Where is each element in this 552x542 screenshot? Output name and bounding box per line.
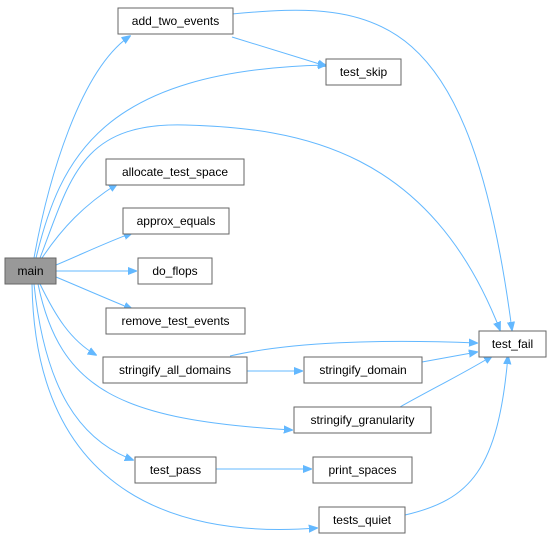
node-label: stringify_all_domains (119, 363, 231, 377)
node-box (105, 158, 245, 186)
node-box (312, 456, 413, 484)
edge-main-stringify_all_domains (39, 283, 96, 355)
edge-main-approx_equals (55, 233, 132, 266)
node-box (478, 330, 547, 358)
node-add_two_events[interactable]: add_two_events (117, 7, 234, 35)
node-box (117, 7, 234, 35)
edge-add_two_events-test_fail (231, 9, 512, 330)
node-label: allocate_test_space (122, 165, 228, 179)
node-main[interactable]: main (4, 257, 57, 285)
node-allocate_test_space[interactable]: allocate_test_space (105, 158, 245, 186)
edge-stringify_all_domains-test_fail (229, 341, 477, 357)
edge-main-tests_quiet (31, 283, 317, 529)
node-label: tests_quiet (333, 513, 392, 527)
edge-stringify_domain-test_fail (421, 352, 477, 363)
edges (31, 9, 512, 529)
node-box (325, 58, 402, 86)
edge-main-allocate_test_space (41, 184, 117, 259)
node-approx_equals[interactable]: approx_equals (122, 207, 230, 235)
node-label: print_spaces (328, 463, 396, 477)
node-label: main (17, 264, 43, 278)
edge-main-remove_test_events (55, 276, 132, 309)
node-stringify_granularity[interactable]: stringify_granularity (293, 406, 432, 434)
node-test_skip[interactable]: test_skip (325, 58, 402, 86)
edge-tests_quiet-test_fail (404, 356, 508, 516)
edge-main-test_pass (33, 283, 133, 460)
edge-main-test_skip (35, 65, 326, 259)
node-print_spaces[interactable]: print_spaces (312, 456, 413, 484)
edge-main-test_fail (39, 124, 500, 330)
node-label: test_fail (492, 337, 533, 351)
edge-stringify_granularity-test_fail (399, 356, 492, 408)
node-label: test_pass (150, 463, 201, 477)
node-label: add_two_events (132, 14, 219, 28)
node-label: approx_equals (137, 214, 216, 228)
node-stringify_domain[interactable]: stringify_domain (303, 356, 423, 384)
nodes: main add_two_events test_skip allocate_t… (4, 7, 547, 534)
node-box (102, 356, 248, 384)
node-box (105, 307, 246, 335)
node-box (293, 406, 432, 434)
node-remove_test_events[interactable]: remove_test_events (105, 307, 246, 335)
node-label: do_flops (152, 264, 197, 278)
node-label: test_skip (340, 65, 388, 79)
edge-add_two_events-test_skip (231, 36, 326, 66)
node-label: remove_test_events (121, 314, 229, 328)
node-stringify_all_domains[interactable]: stringify_all_domains (102, 356, 248, 384)
node-box (4, 257, 57, 285)
node-test_pass[interactable]: test_pass (134, 456, 217, 484)
node-label: stringify_granularity (310, 413, 414, 427)
node-box (134, 456, 217, 484)
node-box (137, 257, 213, 285)
node-test_fail[interactable]: test_fail (478, 330, 547, 358)
node-box (318, 506, 406, 534)
node-tests_quiet[interactable]: tests_quiet (318, 506, 406, 534)
node-box (122, 207, 230, 235)
edge-main-stringify_granularity (37, 283, 292, 430)
node-do_flops[interactable]: do_flops (137, 257, 213, 285)
edge-main-add_two_events (33, 36, 130, 259)
node-box (303, 356, 423, 384)
node-label: stringify_domain (319, 363, 406, 377)
